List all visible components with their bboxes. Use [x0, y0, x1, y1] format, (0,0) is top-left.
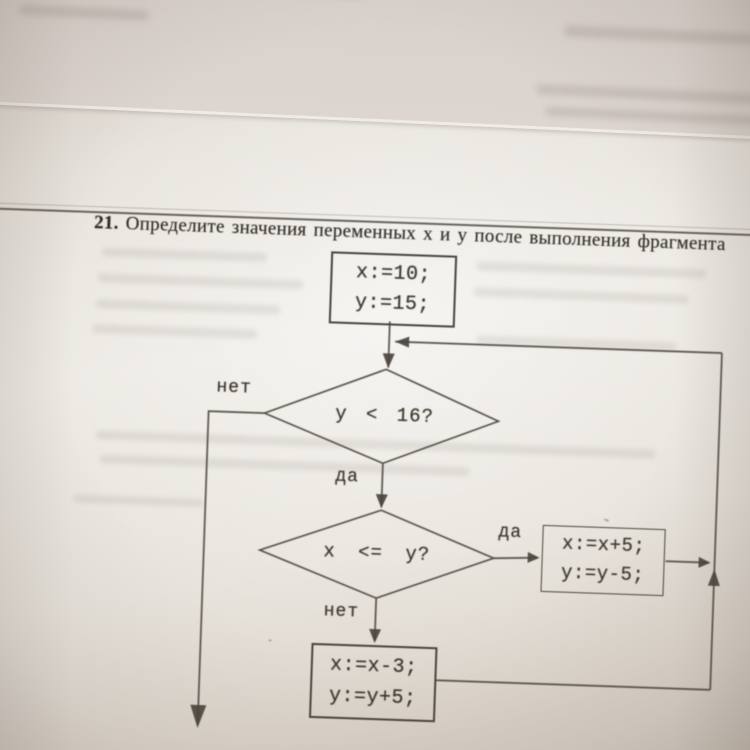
arrowhead-into-yes-box [527, 551, 540, 563]
connector-feedback-right [709, 353, 723, 690]
no-box-line1: x:=x-3; [329, 653, 418, 680]
arrowhead-into-no-box [369, 628, 382, 644]
decision2-diamond [257, 509, 497, 600]
dust-speck [268, 639, 272, 642]
decision1-diamond [262, 368, 501, 465]
branch-label-no-decision2: нет [323, 601, 360, 623]
arrowhead-yesbox-to-feedback [698, 556, 711, 568]
start-box-line2: y:=15; [354, 291, 431, 317]
branch-label-yes-decision2: да [498, 522, 523, 544]
connector-nobox-to-feedback [436, 679, 711, 691]
arrowhead-exit-down [190, 704, 207, 728]
arrowhead-into-decision1 [382, 353, 395, 369]
start-box-line1: x:=10; [355, 261, 432, 287]
no-box-line2: y:=y+5; [328, 684, 417, 711]
yes-box-line2: y:=y-5; [560, 561, 645, 587]
arrowhead-into-decision2 [375, 494, 388, 509]
arrowhead-feedback-up [707, 568, 720, 587]
start-box: x:=10; y:=15; [328, 251, 458, 328]
yes-box: x:=x+5; y:=y-5; [540, 524, 666, 597]
connector-decision1-no-exit [196, 410, 265, 726]
connector-feedback-top [395, 340, 722, 354]
yes-box-line1: x:=x+5; [561, 532, 646, 558]
no-box: x:=x-3; y:=y+5; [308, 642, 438, 723]
branch-label-yes-decision1: да [335, 466, 360, 488]
branch-label-no-decision1: нет [216, 377, 253, 399]
arrowhead-feedback-left [395, 336, 410, 348]
